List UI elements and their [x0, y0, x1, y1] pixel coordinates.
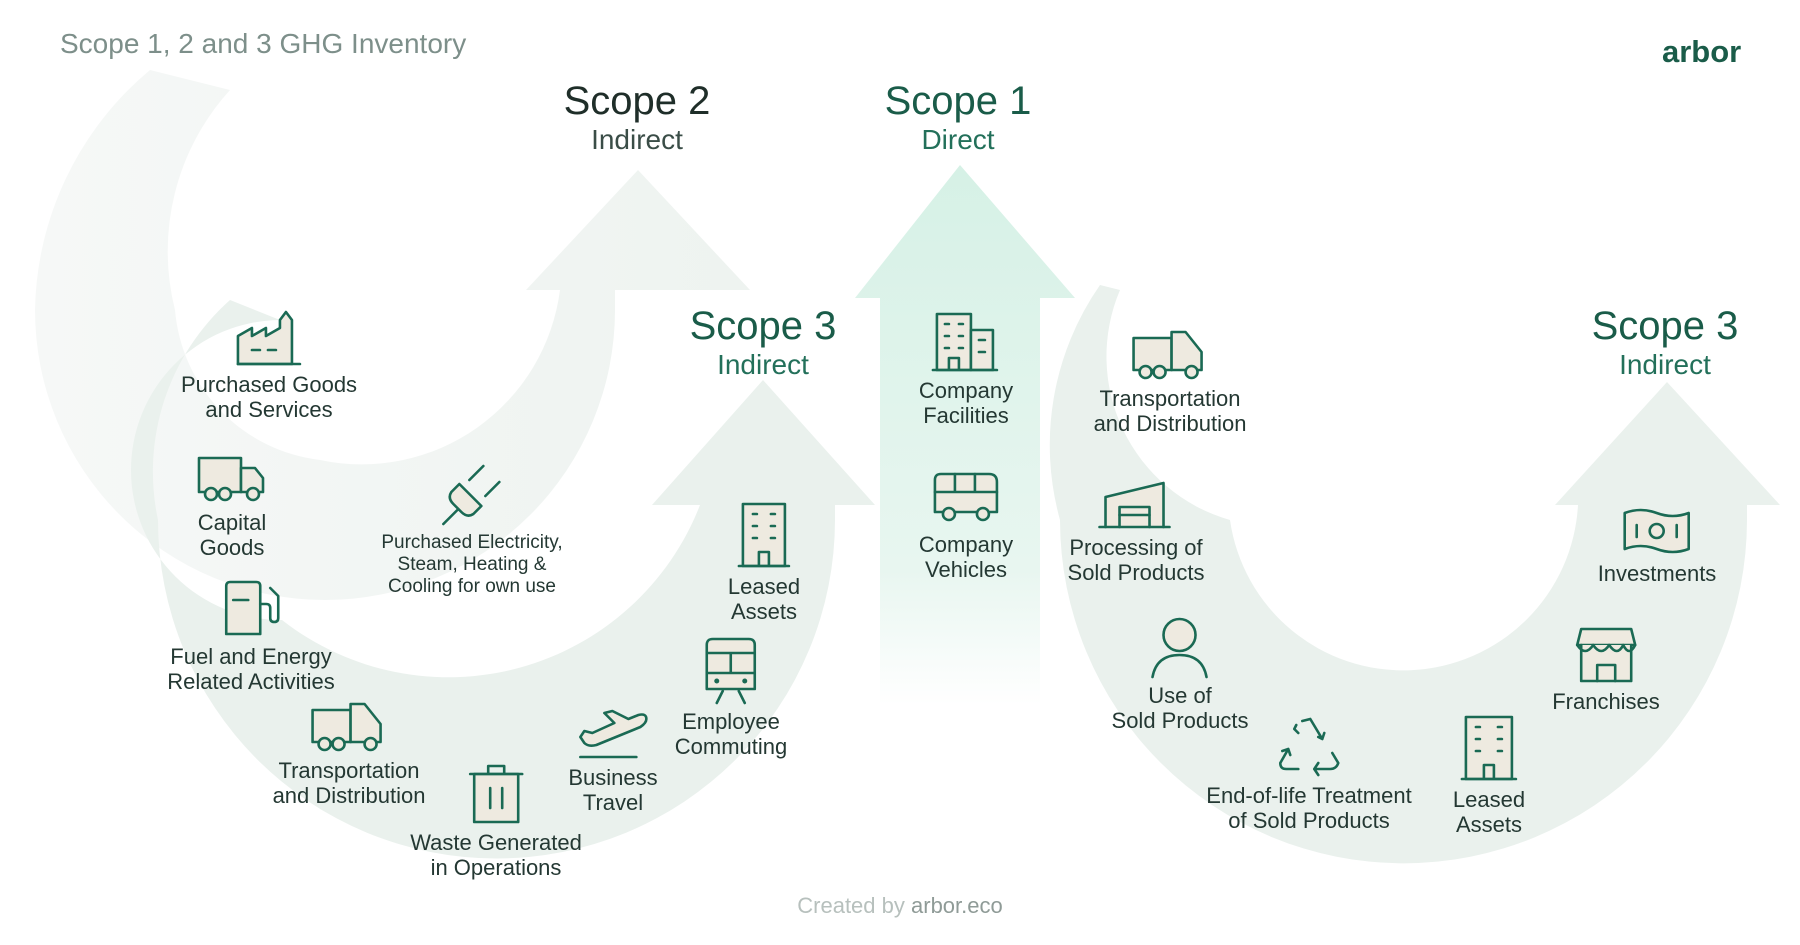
scope1-arrow [855, 165, 1075, 705]
truck-icon [197, 456, 265, 502]
warehouse-icon [1098, 481, 1172, 529]
item-purchased-electricity: Purchased Electricity,Steam, Heating &Co… [381, 462, 563, 598]
truck-icon [311, 702, 383, 752]
item-label: Investments [1597, 561, 1717, 586]
banknote-icon [1623, 508, 1691, 554]
user-icon [1151, 617, 1209, 679]
scope1-name: Scope 1 [884, 79, 1032, 123]
page-title: Scope 1, 2 and 3 GHG Inventory [60, 28, 467, 59]
item-label: Franchises [1552, 689, 1660, 714]
scope2-heading: Scope 2 Indirect [564, 78, 711, 156]
recycle-icon [1278, 717, 1340, 777]
scope1-sub: Direct [921, 124, 995, 155]
store-icon [1575, 627, 1637, 683]
scope3-upstream-name: Scope 3 [689, 304, 837, 348]
arbor-logo: arbor [1662, 34, 1741, 69]
scope2-name: Scope 2 [563, 79, 711, 123]
item-investments: Investments [1597, 505, 1717, 586]
airplane-icon [578, 709, 648, 759]
footer-brand-link[interactable]: arbor.eco [911, 893, 1003, 918]
scope3-downstream-sub: Indirect [1619, 349, 1711, 380]
scope3-downstream-arrow [1049, 285, 1780, 864]
bus-icon [933, 472, 999, 522]
train-icon [705, 637, 757, 705]
item-franchises: Franchises [1552, 625, 1660, 714]
building-icon [1460, 715, 1518, 781]
scope3-downstream-heading: Scope 3 Indirect [1592, 303, 1739, 381]
fuel-pump-icon [224, 580, 280, 636]
plug-icon [441, 464, 501, 526]
trash-icon [468, 764, 524, 824]
building-icon [737, 502, 791, 568]
footer-prefix: Created by [797, 893, 905, 918]
logo-text: arbor [1662, 34, 1741, 69]
item-label: Purchased Electricity,Steam, Heating &Co… [381, 532, 563, 597]
footer-credit: Created by arbor.eco [797, 893, 1002, 919]
scope3-upstream-sub: Indirect [717, 349, 809, 380]
scope3-upstream-heading: Scope 3 Indirect [690, 303, 837, 381]
facility-icon [931, 312, 999, 372]
scope1-heading: Scope 1 Direct [885, 78, 1032, 156]
factory-icon [236, 310, 302, 366]
scope3-downstream-name: Scope 3 [1591, 304, 1739, 348]
truck-icon [1132, 330, 1204, 380]
scope2-sub: Indirect [591, 124, 683, 155]
